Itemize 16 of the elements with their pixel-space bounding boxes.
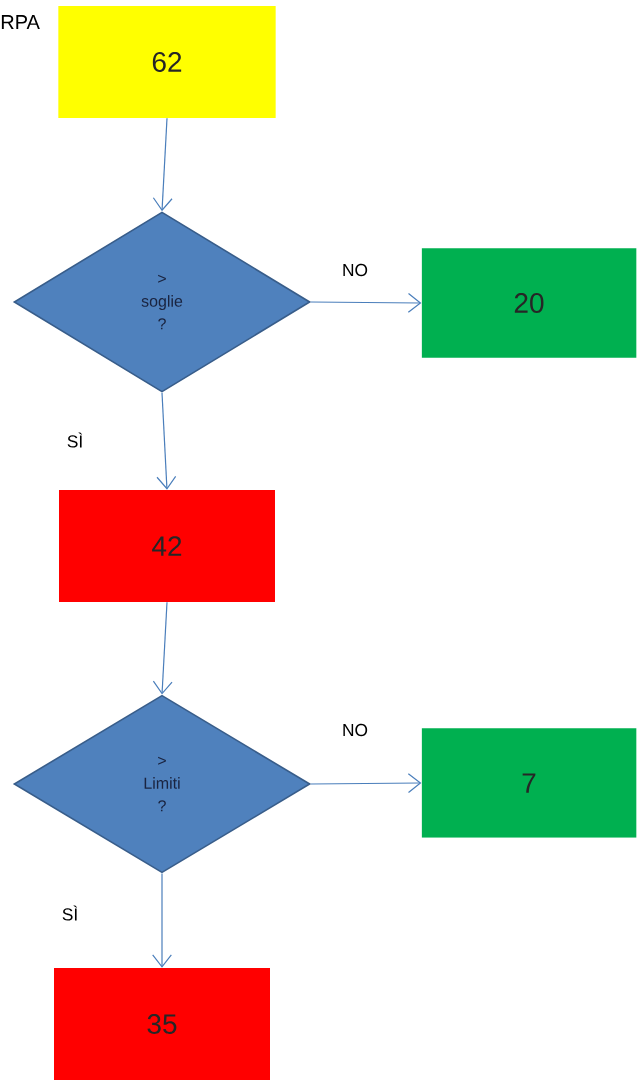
result-box: 20 [421, 248, 637, 358]
arrow [310, 292, 422, 313]
arrow [310, 773, 422, 794]
arrow [152, 601, 173, 695]
result-box: 42 [59, 490, 275, 602]
result-box: 35 [54, 968, 270, 1080]
result-box: 7 [421, 728, 637, 838]
title: RPA [1, 15, 40, 29]
arrow [152, 872, 172, 968]
edge-label: NO [340, 262, 370, 278]
arrow [152, 117, 173, 212]
edge-label: SÌ [65, 431, 85, 449]
result-box: 62 [58, 6, 276, 118]
edge-label: SÌ [60, 904, 80, 922]
arrow [156, 392, 177, 490]
edge-label: NO [340, 722, 370, 738]
